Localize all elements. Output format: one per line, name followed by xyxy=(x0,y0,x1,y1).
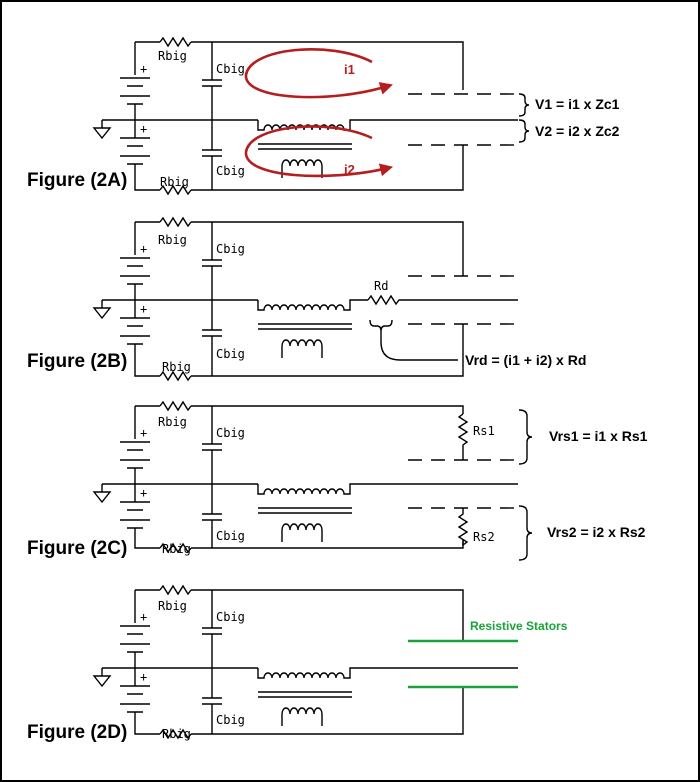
resistive-stators-label: Resistive Stators xyxy=(470,619,568,633)
rs1-resistor xyxy=(457,413,469,460)
ground-symbol xyxy=(92,120,112,140)
i1-label: i1 xyxy=(344,62,355,77)
rbig-top-label: Rbig xyxy=(158,49,187,63)
figure-label: Figure (2A) xyxy=(27,170,127,191)
current-loop-i1 xyxy=(244,48,393,99)
figure-2b: + + Vrd = (i1 + i2) x Rd Rd Rbig Cbig Rb… xyxy=(27,216,586,382)
battery-plus: + xyxy=(140,62,147,76)
rs1-label: Rs1 xyxy=(473,424,495,438)
eq-vrs1: Vrs1 = i1 x Rs1 xyxy=(549,428,648,444)
eq-v1: V1 = i1 x Zc1 xyxy=(535,96,620,112)
brace-vrs2 xyxy=(518,505,533,561)
svg-text:+: + xyxy=(140,426,147,440)
svg-text:Rbig: Rbig xyxy=(158,599,187,613)
svg-text:Rbig: Rbig xyxy=(162,727,191,741)
brace-rd xyxy=(369,319,393,332)
svg-text:+: + xyxy=(140,302,147,316)
rs2-label: Rs2 xyxy=(473,530,495,544)
svg-text:+: + xyxy=(140,486,147,500)
eq-vrs2: Vrs2 = i2 x Rs2 xyxy=(547,524,646,540)
battery-bottom xyxy=(120,137,150,165)
cbig-top-label: Cbig xyxy=(216,62,245,76)
brace-v1 xyxy=(518,93,530,117)
svg-text:Cbig: Cbig xyxy=(216,242,245,256)
figure-label: Figure (2C) xyxy=(27,538,127,559)
svg-text:Rbig: Rbig xyxy=(162,360,191,374)
i2-label: i2 xyxy=(344,162,355,177)
transformer-primary xyxy=(257,119,518,131)
svg-text:+: + xyxy=(140,610,147,624)
brace-v2 xyxy=(518,119,530,143)
brace-vrs1 xyxy=(518,409,533,465)
rd-resistor xyxy=(367,294,518,306)
rd-label: Rd xyxy=(374,279,388,293)
figure-label: Figure (2D) xyxy=(27,722,127,743)
svg-text:Cbig: Cbig xyxy=(216,426,245,440)
svg-text:Rbig: Rbig xyxy=(158,233,187,247)
rs2-resistor xyxy=(457,508,469,547)
eq-vrd: Vrd = (i1 + i2) x Rd xyxy=(465,352,586,368)
svg-text:Cbig: Cbig xyxy=(216,713,245,727)
figure-label: Figure (2B) xyxy=(27,351,127,372)
svg-text:Cbig: Cbig xyxy=(216,610,245,624)
battery-top xyxy=(120,77,150,105)
svg-text:+: + xyxy=(140,670,147,684)
rbig-bottom-label: Rbig xyxy=(160,175,189,189)
figure-2d: + + Resistive Stators Rbig Cbig Rbig Cbi… xyxy=(27,584,568,743)
transformer-secondary xyxy=(281,159,323,178)
cbig-bottom-label: Cbig xyxy=(216,164,245,178)
rbig-bottom-resistor xyxy=(159,184,192,196)
eq-v2: V2 = i2 x Zc2 xyxy=(535,123,620,139)
svg-text:+: + xyxy=(140,122,147,136)
svg-text:+: + xyxy=(140,242,147,256)
svg-text:Rbig: Rbig xyxy=(158,415,187,429)
current-loop-i2 xyxy=(244,125,394,178)
figure-2a: + + i1 i2 V1 = i1 x Zc1 V2 = i2 x Zc2 Rb… xyxy=(27,36,620,196)
svg-text:Cbig: Cbig xyxy=(216,529,245,543)
rbig-top-resistor xyxy=(159,36,192,48)
svg-text:Rbig: Rbig xyxy=(162,542,191,556)
figure-2c: + + Vrs1 = i1 x Rs1 Vrs2 = i2 x Rs2 Rs1 … xyxy=(27,400,648,561)
svg-text:Cbig: Cbig xyxy=(216,347,245,361)
